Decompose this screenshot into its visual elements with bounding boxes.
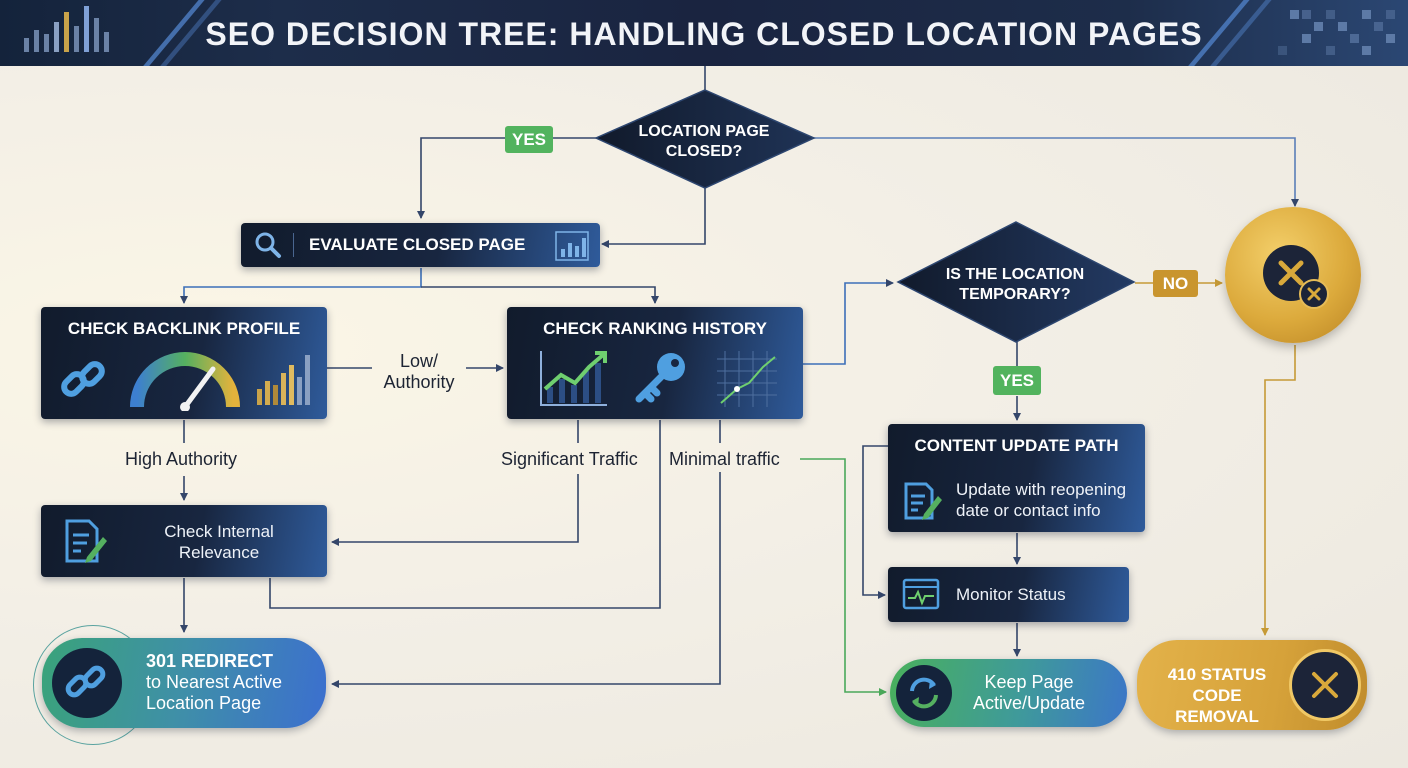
evaluate-title: EVALUATE CLOSED PAGE [309, 235, 526, 254]
document-edit-icon [904, 482, 942, 520]
removal-badge [1225, 207, 1361, 343]
yes-label: YES [993, 366, 1041, 395]
header-banner: SEO DECISION TREE: HANDLING CLOSED LOCAT… [0, 0, 1408, 66]
check-backlink-box: CHECK BACKLINK PROFILE [41, 307, 327, 419]
link-icon [61, 361, 105, 397]
close-icon [1289, 649, 1361, 721]
trend-grid-icon [717, 351, 777, 407]
backlink-title: CHECK BACKLINK PROFILE [67, 319, 301, 338]
key-icon [635, 353, 685, 403]
decision-location-temporary [896, 221, 1136, 343]
monitor-status-label: Monitor Status [956, 585, 1066, 604]
redirect-text: 301 REDIRECT to Nearest Active Location … [146, 651, 283, 713]
evaluate-closed-page-box: EVALUATE CLOSED PAGE [241, 223, 600, 267]
bar-chart-icon [555, 231, 589, 261]
gauge-icon [130, 352, 240, 411]
search-icon [255, 232, 281, 258]
decision-location-closed [594, 89, 816, 189]
monitor-status-box: Monitor Status [888, 567, 1129, 622]
content-update-title: CONTENT UPDATE PATH [914, 436, 1119, 455]
page-title: SEO DECISION TREE: HANDLING CLOSED LOCAT… [205, 16, 1203, 52]
document-edit-icon [65, 519, 107, 563]
low-authority-label: Low/Authority [383, 351, 455, 392]
significant-traffic-label: Significant Traffic [501, 449, 638, 469]
high-authority-label: High Authority [125, 449, 238, 469]
link-icon [65, 665, 106, 698]
bar-chart-icon [257, 355, 310, 405]
check-ranking-box: CHECK RANKING HISTORY [507, 307, 803, 419]
redirect-301-pill: 301 REDIRECT to Nearest Active Location … [42, 638, 326, 728]
no-label: NO [1153, 270, 1198, 297]
monitor-pulse-icon [902, 578, 940, 610]
trend-chart-icon [540, 351, 607, 406]
link-icon-circle [52, 648, 122, 718]
yes-label: YES [505, 126, 553, 153]
close-icon [1299, 279, 1329, 309]
ranking-title: CHECK RANKING HISTORY [543, 319, 767, 338]
content-update-path-box: CONTENT UPDATE PATH Update with reopenin… [888, 424, 1145, 532]
minimal-traffic-label: Minimal traffic [669, 449, 780, 469]
refresh-icon [896, 665, 952, 721]
